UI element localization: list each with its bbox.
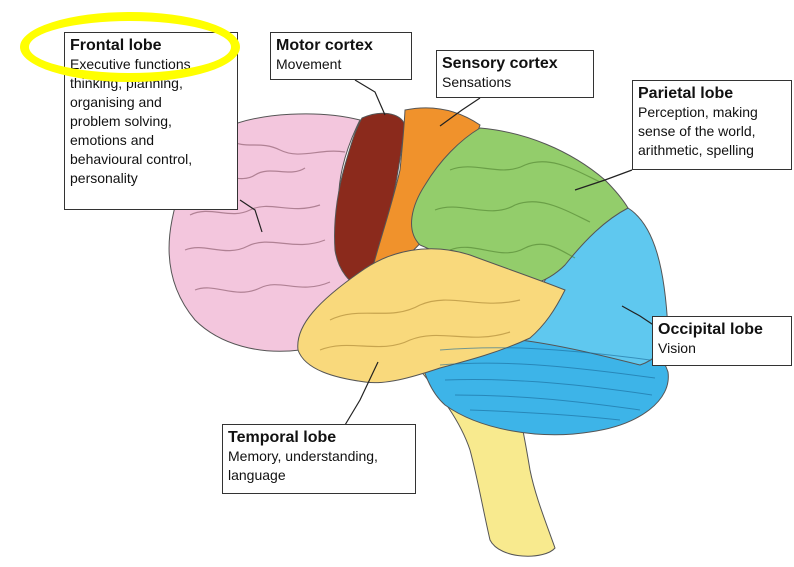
motor-leader-line	[355, 80, 385, 115]
occipital-lobe-description: Vision	[658, 339, 786, 358]
temporal-lobe-label: Temporal lobe Memory, understanding, lan…	[222, 424, 416, 494]
temporal-lobe-title: Temporal lobe	[228, 428, 410, 447]
temporal-lobe-description: Memory, understanding, language	[228, 447, 410, 485]
motor-cortex-title: Motor cortex	[276, 36, 406, 55]
sensory-cortex-label: Sensory cortex Sensations	[436, 50, 594, 98]
occipital-lobe-title: Occipital lobe	[658, 320, 786, 339]
parietal-lobe-title: Parietal lobe	[638, 84, 786, 103]
parietal-lobe-label: Parietal lobe Perception, making sense o…	[632, 80, 792, 170]
motor-cortex-label: Motor cortex Movement	[270, 32, 412, 80]
parietal-lobe-description: Perception, making sense of the world, a…	[638, 103, 786, 160]
highlight-ellipse	[20, 12, 240, 82]
occipital-lobe-label: Occipital lobe Vision	[652, 316, 792, 366]
sensory-cortex-title: Sensory cortex	[442, 54, 588, 73]
motor-cortex-description: Movement	[276, 55, 406, 74]
sensory-cortex-description: Sensations	[442, 73, 588, 92]
